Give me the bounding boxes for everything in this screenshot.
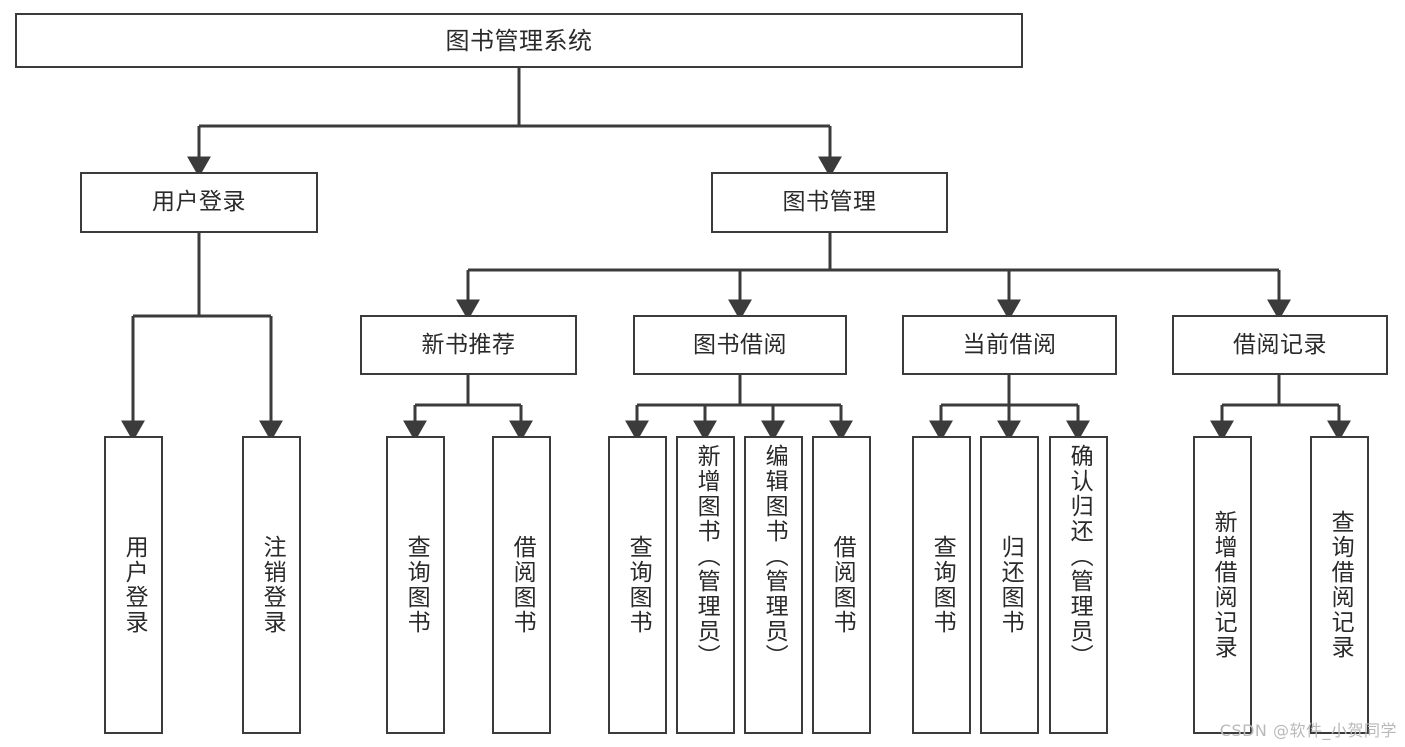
node-label: 查询图书 <box>625 535 652 635</box>
node-label: 归还图书 <box>997 535 1024 635</box>
leaf-return-book[interactable]: 归还图书 <box>980 436 1039 734</box>
node-label: 新增借阅记录 <box>1210 510 1237 660</box>
node-label: 当前借阅 <box>962 331 1057 358</box>
node-new-book-recommend[interactable]: 新书推荐 <box>360 315 577 375</box>
node-label: 新增图书（管理员） <box>693 444 720 669</box>
node-label: 图书管理 <box>782 189 877 215</box>
node-user-login[interactable]: 用户登录 <box>80 172 318 233</box>
leaf-user-login[interactable]: 用户登录 <box>104 436 163 734</box>
node-label: 注销登录 <box>259 535 286 635</box>
node-label: 借阅记录 <box>1233 331 1327 358</box>
leaf-user-logout[interactable]: 注销登录 <box>242 436 301 734</box>
leaf-query-book-borrow[interactable]: 查询图书 <box>608 436 667 734</box>
node-label: 查询借阅记录 <box>1327 510 1354 660</box>
node-label: 借阅图书 <box>509 535 536 635</box>
node-borrow-record[interactable]: 借阅记录 <box>1172 315 1388 375</box>
leaf-query-book-new-recommend[interactable]: 查询图书 <box>386 436 445 734</box>
node-book-manage[interactable]: 图书管理 <box>711 172 948 233</box>
node-label: 图书管理系统 <box>445 26 593 55</box>
leaf-add-borrow-record[interactable]: 新增借阅记录 <box>1193 436 1252 734</box>
node-label: 用户登录 <box>152 189 246 215</box>
node-label: 新书推荐 <box>421 331 516 358</box>
node-label: 图书借阅 <box>693 331 787 358</box>
node-book-borrow[interactable]: 图书借阅 <box>633 315 847 375</box>
leaf-edit-book-admin[interactable]: 编辑图书（管理员） <box>744 436 803 734</box>
leaf-confirm-return-admin[interactable]: 确认归还（管理员） <box>1049 436 1108 734</box>
watermark-text: CSDN @软件_小贺同学 <box>1219 721 1397 740</box>
leaf-query-borrow-record[interactable]: 查询借阅记录 <box>1310 436 1369 734</box>
node-current-borrow[interactable]: 当前借阅 <box>902 315 1117 375</box>
leaf-add-book-admin[interactable]: 新增图书（管理员） <box>676 436 735 734</box>
node-label: 查询图书 <box>403 535 430 635</box>
node-label: 借阅图书 <box>829 535 856 635</box>
leaf-borrow-book-new-recommend[interactable]: 借阅图书 <box>492 436 551 734</box>
node-label: 编辑图书（管理员） <box>761 444 788 669</box>
node-label: 查询图书 <box>929 535 956 635</box>
node-label: 用户登录 <box>121 535 148 635</box>
node-label: 确认归还（管理员） <box>1066 444 1093 669</box>
leaf-borrow-book-borrow[interactable]: 借阅图书 <box>812 436 871 734</box>
leaf-query-book-current[interactable]: 查询图书 <box>912 436 971 734</box>
node-root-system[interactable]: 图书管理系统 <box>15 13 1023 68</box>
